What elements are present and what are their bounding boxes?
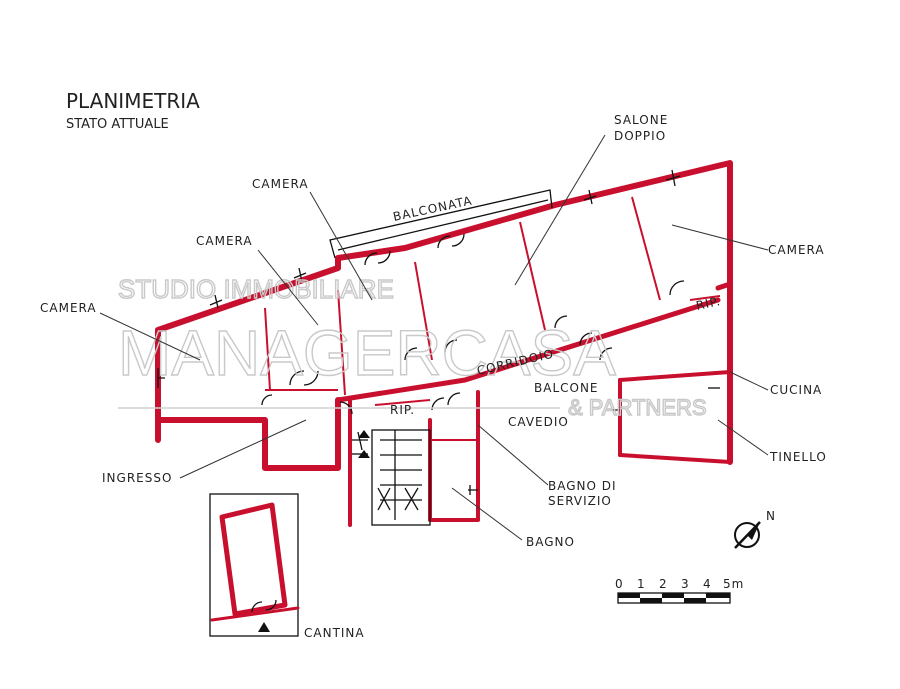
label-salone-2: DOPPIO — [614, 129, 666, 143]
label-balconata: BALCONATA — [392, 193, 474, 223]
plan-title: PLANIMETRIA — [66, 89, 200, 113]
scale-tick-4: 4 — [703, 577, 712, 591]
label-salone-1: SALONE — [614, 113, 668, 127]
scale-tick-0: 0 — [615, 577, 624, 591]
label-balcone: BALCONE — [534, 381, 599, 395]
watermark-line2: MANAGERCASA — [118, 317, 616, 389]
label-bagno-servizio-2: SERVIZIO — [548, 494, 612, 508]
scale-tick-3: 3 — [681, 577, 690, 591]
label-camera-1: CAMERA — [40, 301, 97, 315]
watermark-line3: & PARTNERS — [568, 395, 707, 420]
plan-subtitle: STATO ATTUALE — [66, 117, 169, 132]
balconata-outline — [329, 189, 553, 259]
cantina-inset: CANTINA — [209, 493, 365, 640]
north-arrow: N — [734, 509, 776, 549]
label-cantina: CANTINA — [304, 626, 365, 640]
north-label: N — [766, 509, 776, 523]
label-bagno-servizio-1: BAGNO DI — [548, 479, 617, 493]
window-marks — [209, 169, 681, 455]
leader-lines — [99, 134, 769, 541]
label-ingresso: INGRESSO — [102, 471, 172, 485]
scale-bar: 0 1 2 3 4 5m — [615, 577, 744, 604]
label-cavedio: CAVEDIO — [508, 415, 569, 429]
entry-arrows — [358, 430, 370, 458]
label-camera-3: CAMERA — [252, 177, 309, 191]
scale-tick-2: 2 — [659, 577, 668, 591]
scale-tick-1: 1 — [637, 577, 646, 591]
label-rip-1: RIP. — [390, 403, 415, 417]
interior-partitions — [264, 196, 721, 468]
label-cucina: CUCINA — [770, 383, 822, 397]
door-swings — [157, 233, 720, 495]
label-rip-2: RIP. — [695, 294, 722, 313]
scale-tick-5: 5m — [723, 577, 744, 591]
watermark-line1: STUDIO IMMOBILIARE — [118, 274, 394, 304]
label-camera-2: CAMERA — [196, 234, 253, 248]
stairwell — [371, 429, 431, 526]
label-bagno: BAGNO — [526, 535, 575, 549]
watermark: STUDIO IMMOBILIARE MANAGERCASA & PARTNER… — [117, 273, 707, 420]
label-camera-4: CAMERA — [768, 243, 825, 257]
label-tinello: TINELLO — [769, 450, 827, 464]
